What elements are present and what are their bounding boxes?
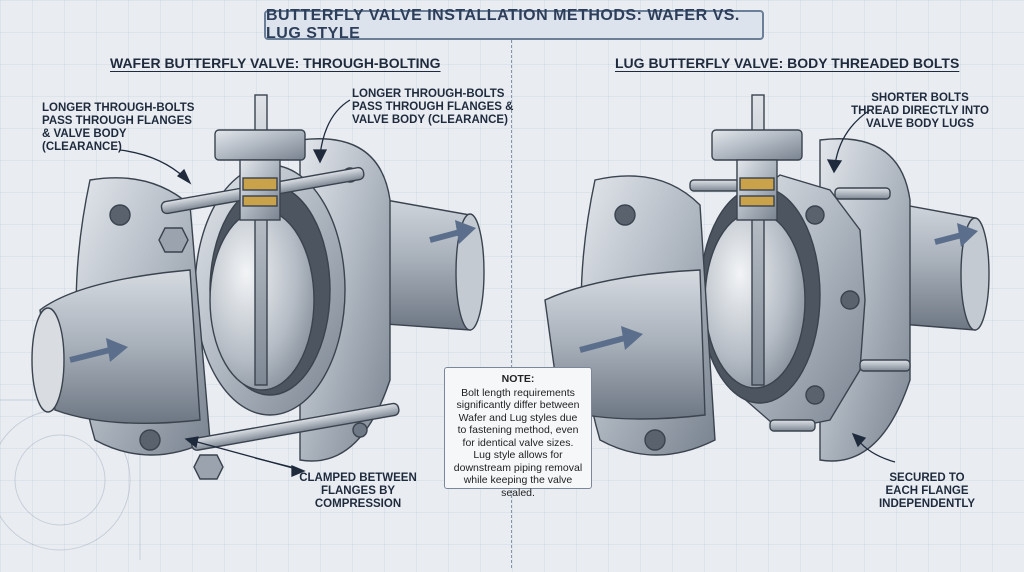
- callout-line: VALVE BODY LUGS: [866, 118, 974, 130]
- callout-line: VALVE BODY (CLEARANCE): [352, 114, 508, 126]
- wafer-leader-left: [119, 149, 186, 179]
- callout-line: SECURED TO: [889, 472, 965, 484]
- lug-flow-arrow-out: [934, 232, 963, 245]
- lug-bolt-top-left: [689, 179, 741, 192]
- note-line: significantly differ between: [456, 399, 580, 411]
- lug-valve-drawing: [544, 94, 990, 462]
- callout-line: CLAMPED BETWEEN: [299, 472, 417, 484]
- note-box: NOTE: Bolt length requirements significa…: [444, 367, 592, 499]
- lug-callout-secured: SECURED TO EACH FLANGE INDEPENDENTLY: [872, 472, 982, 511]
- lug-callout-shorter-bolts: SHORTER BOLTS THREAD DIRECTLY INTO VALVE…: [845, 92, 995, 131]
- panel-divider: [511, 40, 512, 568]
- callout-line: PASS THROUGH FLANGES &: [352, 101, 514, 113]
- lug-leader-top: [834, 109, 871, 166]
- wafer-valve-drawing: [31, 94, 485, 480]
- callout-line: PASS THROUGH FLANGES: [42, 115, 192, 127]
- wafer-callout-through-bolts-left: LONGER THROUGH-BOLTS PASS THROUGH FLANGE…: [42, 102, 194, 154]
- callout-line: FLANGES BY: [320, 485, 396, 497]
- lug-flow-arrow-in: [579, 335, 626, 353]
- note-line: Lug style allows for: [473, 449, 563, 461]
- wafer-flow-arrow-in: [69, 347, 111, 363]
- callout-line: LONGER THROUGH-BOLTS: [352, 88, 505, 100]
- wafer-callout-clamped: CLAMPED BETWEEN FLANGES BY COMPRESSION: [298, 472, 418, 511]
- note-title: NOTE:: [501, 373, 535, 385]
- wafer-panel-title: WAFER BUTTERFLY VALVE: THROUGH-BOLTING: [110, 55, 441, 71]
- note-line: to fastening method, even: [457, 424, 579, 436]
- callout-line: LONGER THROUGH-BOLTS: [42, 102, 195, 114]
- wafer-leader-right: [319, 99, 351, 156]
- note-line: Wafer and Lug styles due: [458, 411, 578, 424]
- lug-bolt-bottom-right: [859, 359, 911, 372]
- lug-panel-title: LUG BUTTERFLY VALVE: BODY THREADED BOLTS: [615, 55, 960, 71]
- wafer-through-bolt-bottom: [190, 402, 400, 451]
- note-line: while keeping the valve sealed.: [463, 474, 573, 499]
- note-line: downstream piping removal: [453, 461, 583, 474]
- wafer-flow-arrow-out: [429, 229, 461, 243]
- lug-bolt-top-right: [834, 187, 891, 200]
- page-title: BUTTERFLY VALVE INSTALLATION METHODS: WA…: [264, 7, 764, 42]
- wafer-callout-through-bolts-right: LONGER THROUGH-BOLTS PASS THROUGH FLANGE…: [352, 88, 513, 127]
- callout-line: COMPRESSION: [314, 498, 402, 510]
- note-line: for identical valve sizes.: [462, 436, 574, 449]
- note-line: Bolt length requirements: [461, 386, 575, 399]
- callout-line: INDEPENDENTLY: [878, 498, 976, 510]
- callout-line: (CLEARANCE): [42, 141, 122, 153]
- callout-line: & VALVE BODY: [42, 128, 127, 140]
- lug-bolt-bottom-left: [769, 419, 816, 432]
- callout-line: EACH FLANGE: [885, 485, 969, 497]
- callout-line: THREAD DIRECTLY INTO: [851, 105, 989, 117]
- callout-line: SHORTER BOLTS: [871, 92, 969, 104]
